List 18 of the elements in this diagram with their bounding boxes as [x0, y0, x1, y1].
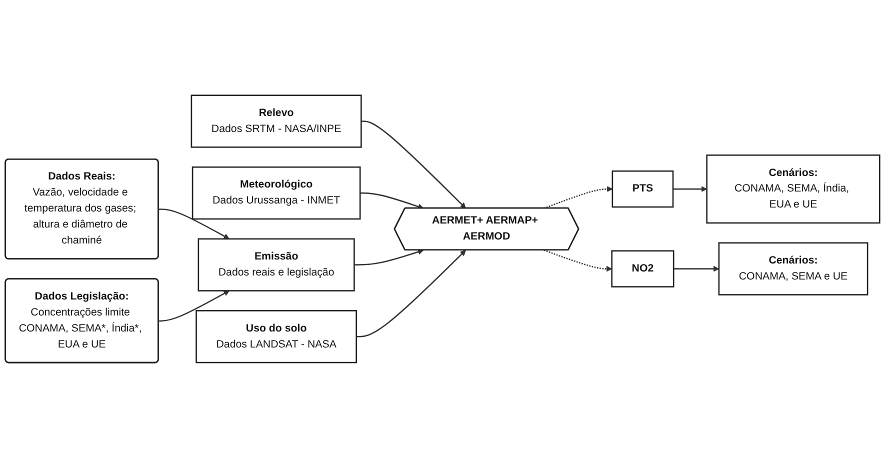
node-box: Relevo Dados SRTM - NASA/INPE — [190, 94, 362, 148]
arrow — [360, 192, 424, 210]
arrow — [361, 120, 466, 209]
node-box: Meteorológico Dados Urussanga - INMET — [192, 166, 361, 220]
arrow — [544, 250, 612, 272]
arrow — [158, 208, 230, 240]
node-box: Uso do solo Dados LANDSAT - NASA — [196, 310, 358, 364]
node-box: Cenários: CONAMA, SEMA e UE — [718, 242, 868, 296]
arrow — [673, 186, 708, 192]
arrow — [354, 249, 424, 266]
arrow — [356, 250, 466, 338]
node-box: PTS — [612, 170, 674, 208]
node-box: Emissão Dados reais e legislação — [198, 238, 355, 292]
arrow — [674, 266, 720, 272]
arrow — [544, 186, 613, 209]
node-box: Cenários: CONAMA, SEMA, Índia, EUA e UE — [706, 154, 880, 224]
arrow — [158, 290, 230, 322]
node-box: NO2 — [611, 250, 674, 288]
